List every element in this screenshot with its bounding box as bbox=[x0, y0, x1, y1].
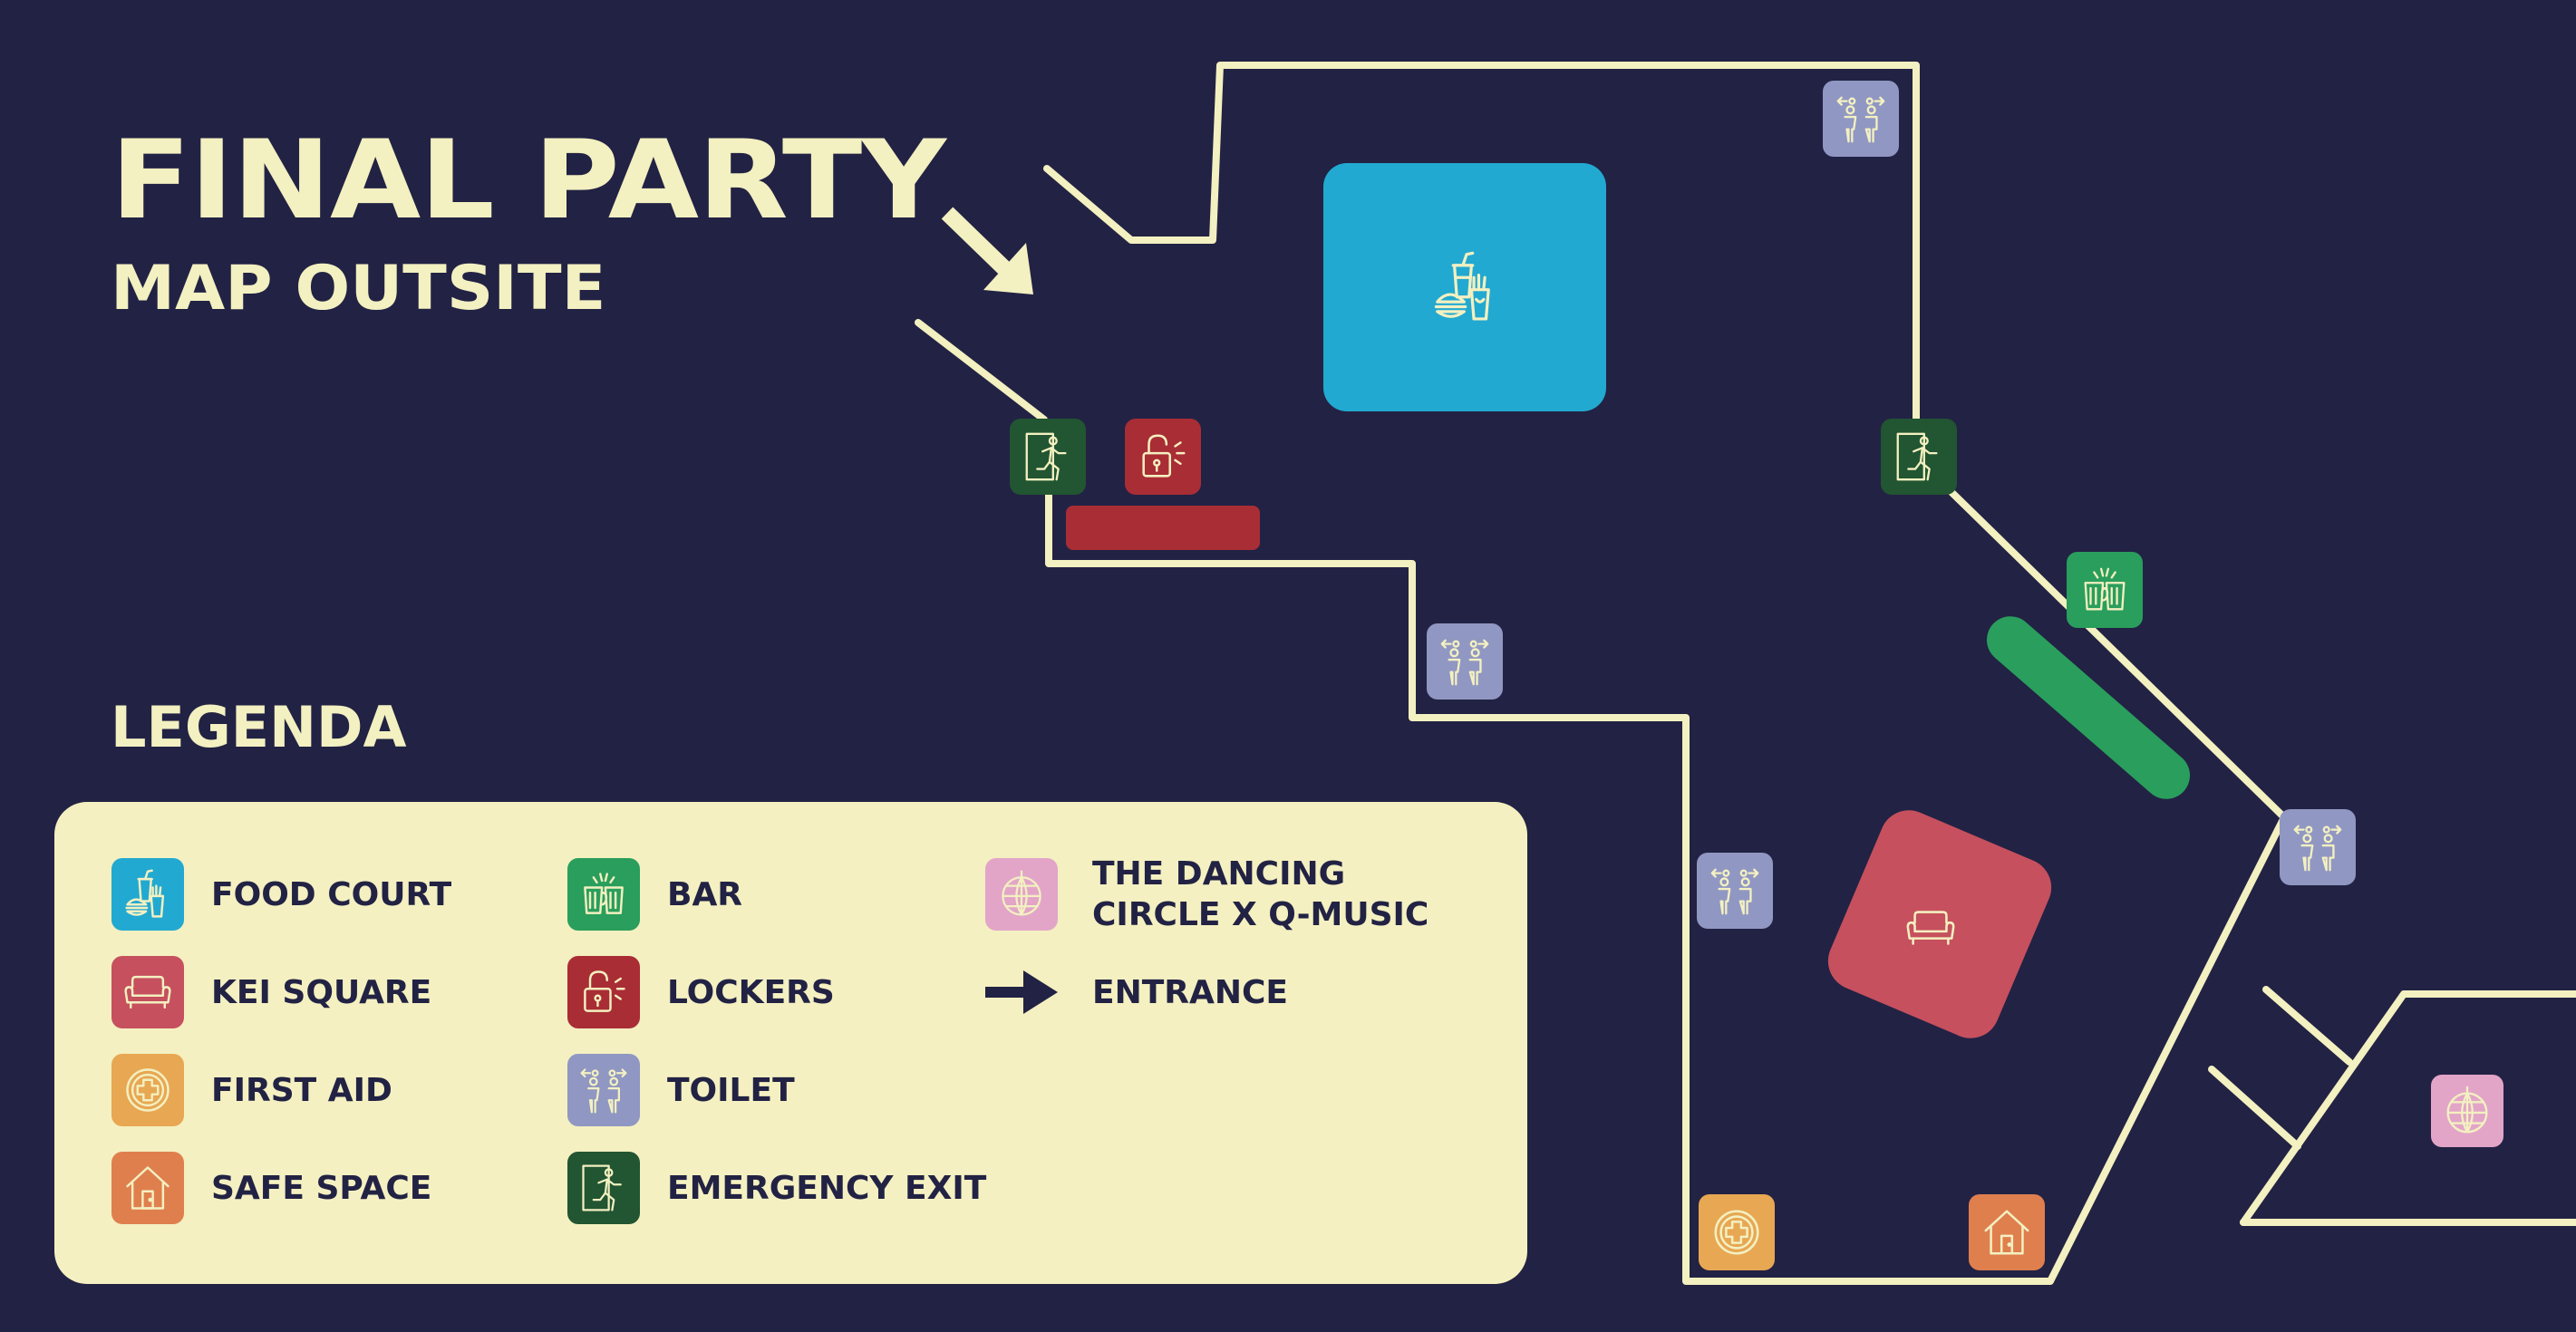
arrow-icon bbox=[985, 956, 1058, 1028]
legend-item-entrance: ENTRANCE bbox=[985, 956, 1288, 1028]
map-bar[interactable] bbox=[2067, 552, 2143, 628]
map-emergency-exit-east[interactable] bbox=[1881, 419, 1957, 495]
legend-label: THE DANCING CIRCLE X Q-MUSIC bbox=[1092, 854, 1428, 935]
map-toilet-east[interactable] bbox=[2280, 809, 2356, 885]
legend-label: KEI SQUARE bbox=[211, 973, 432, 1011]
house-icon bbox=[1984, 1210, 2029, 1255]
toilet-icon bbox=[1710, 868, 1759, 915]
map-first-aid[interactable] bbox=[1699, 1194, 1775, 1270]
legend-label: FIRST AID bbox=[211, 1071, 392, 1109]
legend-item-emergency-exit: EMERGENCY EXIT bbox=[567, 1152, 986, 1224]
house-icon bbox=[111, 1152, 184, 1224]
emergency-exit-icon bbox=[1025, 432, 1067, 481]
sofa-icon bbox=[111, 956, 184, 1028]
legend-panel: FOOD COURT KEI SQUARE FIRST AID bbox=[54, 802, 1527, 1284]
legend-label-line1: THE DANCING bbox=[1092, 855, 1346, 893]
legend-item-food-court: FOOD COURT bbox=[111, 858, 451, 931]
map-toilet-center[interactable] bbox=[1427, 623, 1503, 700]
legend-label: TOILET bbox=[667, 1071, 795, 1109]
toilet-icon bbox=[2293, 825, 2342, 872]
map-lockers[interactable] bbox=[1125, 419, 1201, 495]
legend-label: BAR bbox=[667, 875, 743, 913]
beer-icon bbox=[2084, 567, 2126, 611]
legend-label: SAFE SPACE bbox=[211, 1169, 432, 1207]
legend-item-first-aid: FIRST AID bbox=[111, 1054, 392, 1126]
map-dancing-circle[interactable] bbox=[2431, 1075, 2503, 1147]
legend-item-toilet: TOILET bbox=[567, 1054, 795, 1126]
entrance-arrow bbox=[941, 207, 1033, 294]
legend-item-safe-space: SAFE SPACE bbox=[111, 1152, 431, 1224]
map-subtitle: MAP OUTSITE bbox=[111, 253, 606, 324]
disco-ball-icon bbox=[985, 858, 1058, 931]
food-court-icon bbox=[111, 858, 184, 931]
map-toilet-south[interactable] bbox=[1697, 853, 1773, 929]
beer-icon bbox=[567, 858, 640, 931]
legend-label-line2: CIRCLE X Q-MUSIC bbox=[1092, 896, 1429, 933]
map-title: FINAL PARTY bbox=[111, 118, 946, 244]
toilet-icon bbox=[1440, 639, 1489, 686]
lock-icon bbox=[1142, 434, 1186, 478]
first-aid-icon bbox=[1714, 1210, 1759, 1255]
map-food-court[interactable] bbox=[1426, 246, 1507, 328]
legend-title: LEGENDA bbox=[111, 694, 407, 760]
legend-item-dancing-circle: THE DANCING CIRCLE X Q-MUSIC bbox=[985, 855, 1428, 933]
sofa-icon bbox=[1906, 911, 1955, 945]
map-kei-square[interactable] bbox=[1893, 890, 1969, 966]
first-aid-icon bbox=[111, 1054, 184, 1126]
emergency-exit-icon bbox=[567, 1152, 640, 1224]
legend-item-bar: BAR bbox=[567, 858, 742, 931]
legend-label: EMERGENCY EXIT bbox=[667, 1169, 987, 1207]
toilet-icon bbox=[567, 1054, 640, 1126]
disco-ball-icon bbox=[2446, 1086, 2488, 1134]
lock-icon bbox=[567, 956, 640, 1028]
legend-label: FOOD COURT bbox=[211, 875, 452, 913]
map-safe-space[interactable] bbox=[1969, 1194, 2045, 1270]
emergency-exit-icon bbox=[1896, 432, 1938, 481]
legend-label: ENTRANCE bbox=[1092, 973, 1288, 1011]
food-court-zone[interactable] bbox=[1323, 163, 1606, 411]
legend-label: LOCKERS bbox=[667, 973, 835, 1011]
food-court-icon bbox=[1434, 251, 1490, 321]
map-emergency-exit-west[interactable] bbox=[1010, 419, 1086, 495]
toilet-icon bbox=[1836, 96, 1885, 143]
legend-item-lockers: LOCKERS bbox=[567, 956, 835, 1028]
lockers-zone[interactable] bbox=[1066, 506, 1260, 550]
map-toilet-north[interactable] bbox=[1823, 81, 1899, 157]
legend-item-kei-square: KEI SQUARE bbox=[111, 956, 431, 1028]
